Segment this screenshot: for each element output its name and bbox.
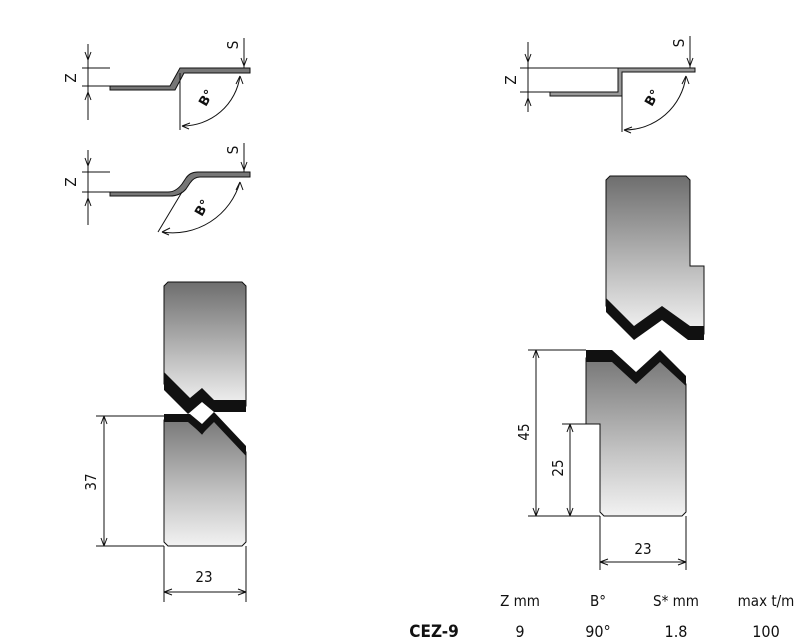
- value-s: 1.8: [665, 622, 688, 641]
- model-name: CEZ-9: [409, 622, 458, 641]
- dim-23-right: 23: [634, 540, 651, 558]
- header-z: Z mm: [500, 592, 540, 610]
- value-b: 90°: [585, 622, 611, 641]
- header-s: S* mm: [653, 592, 699, 610]
- value-max: 100: [752, 622, 779, 641]
- z-bend-profile-2: [82, 143, 251, 236]
- dim-37: 37: [82, 473, 100, 490]
- s-label-2: S: [224, 146, 242, 155]
- header-max: max t/m: [738, 592, 795, 610]
- right-dimensions: [528, 349, 687, 570]
- spec-table: Z mm B° S* mm max t/m CEZ-9 9 90° 1.8 10…: [409, 592, 794, 641]
- z-label-right: Z: [502, 75, 520, 84]
- angle-label-2: B°: [192, 197, 213, 219]
- dim-45: 45: [515, 423, 533, 440]
- z-bend-profile-right: [520, 36, 696, 134]
- s-label-right: S: [670, 39, 688, 48]
- angle-label-1: B°: [196, 87, 217, 109]
- right-punch: [605, 175, 705, 340]
- z-bend-profile-1: [82, 38, 251, 130]
- dim-23-left: 23: [195, 568, 212, 586]
- left-die: [163, 412, 247, 547]
- angle-label-right: B°: [642, 87, 663, 109]
- dim-25: 25: [549, 459, 567, 476]
- left-punch: [163, 281, 247, 414]
- s-label-1: S: [224, 41, 242, 50]
- left-dimensions: [96, 415, 247, 602]
- right-die: [585, 350, 687, 517]
- z-label-2: Z: [62, 177, 80, 186]
- value-z: 9: [515, 622, 524, 641]
- header-b: B°: [590, 592, 606, 610]
- z-label-1: Z: [62, 73, 80, 82]
